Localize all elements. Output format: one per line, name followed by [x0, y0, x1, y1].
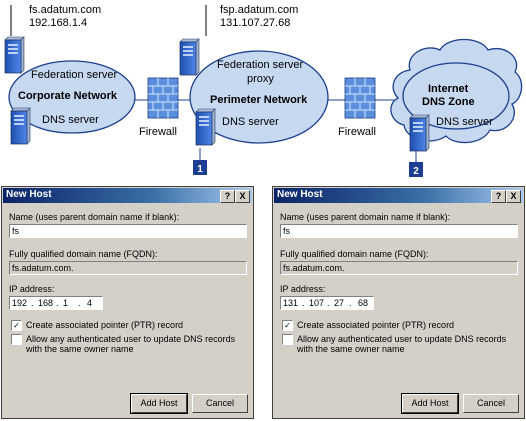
corporate-federation-server-icon — [4, 36, 25, 74]
corporate-network-label: Corporate Network — [18, 90, 118, 102]
dialog-2-titlebar: New Host ? X — [274, 188, 523, 203]
perimeter-proxy-server-icon — [179, 38, 200, 76]
dialog-2-cancel-button[interactable]: Cancel — [463, 394, 519, 413]
marker-2-box — [409, 162, 423, 177]
ip-dot: . — [327, 298, 330, 308]
dialog-2-ip-address-input[interactable]: 131 . 107 . 27 . 68 — [280, 296, 374, 310]
dialog-2-fqdn-field: fs.adatum.com. — [280, 261, 518, 275]
ip-dot: . — [78, 298, 81, 308]
dialog-2-ptr-checkbox[interactable]: ✓ — [282, 320, 293, 331]
corporate-federation-label: Federation server — [31, 69, 118, 81]
dialog-2-name-input[interactable]: fs — [280, 224, 518, 238]
ip-dot: . — [56, 298, 59, 308]
marker-1-number: 1 — [197, 164, 203, 175]
dialog-2-fqdn-label: Fully qualified domain name (FQDN): — [280, 249, 429, 259]
marker-1-box — [193, 160, 207, 175]
dialog-2-title: New Host — [277, 189, 323, 200]
dialog-1-ptr-checkbox[interactable]: ✓ — [11, 320, 22, 331]
internet-zone-label-line1: Internet — [428, 83, 469, 95]
corporate-host-ip: 192.168.1.4 — [29, 17, 88, 29]
dialog-1-ptr-label[interactable]: Create associated pointer (PTR) record — [26, 320, 184, 330]
perimeter-dns-server-icon — [195, 108, 216, 146]
ip-octet-2: 168 — [38, 298, 54, 308]
dialog-2-allow-update-label[interactable]: Allow any authenticated user to update D… — [297, 334, 507, 354]
dialog-1-ip-address-input[interactable]: 192 . 168 . 1 . 4 — [9, 296, 103, 310]
dialog-1-fqdn-label: Fully qualified domain name (FQDN): — [9, 249, 158, 259]
internet-dns-label: DNS server — [436, 116, 493, 128]
marker-2-number: 2 — [413, 166, 419, 177]
dialog-1-help-button[interactable]: ? — [220, 190, 235, 203]
dialog-2-ip-label: IP address: — [280, 284, 326, 294]
ip-octet-2: 107 — [309, 298, 325, 308]
dialog-1-ip-label: IP address: — [9, 284, 55, 294]
internet-zone-ellipse — [402, 62, 510, 130]
dialog-1-fqdn-field: fs.adatum.com. — [9, 261, 247, 275]
dialog-2-add-host-button[interactable]: Add Host — [401, 393, 459, 414]
ip-octet-3: 1 — [63, 298, 69, 308]
ip-dot: . — [31, 298, 34, 308]
firewall-right-icon — [344, 77, 376, 119]
firewall-left-label: Firewall — [139, 126, 177, 138]
ip-octet-1: 131 — [283, 298, 299, 308]
ip-octet-3: 27 — [334, 298, 345, 308]
dialog-1-titlebar: New Host ? X — [3, 188, 252, 203]
corporate-dns-label: DNS server — [42, 114, 99, 126]
dialog-1-add-host-button[interactable]: Add Host — [130, 393, 188, 414]
ip-octet-4: 68 — [358, 298, 369, 308]
network-diagram: Federation server Corporate Network DNS … — [4, 5, 523, 177]
internet-zone-label-line2: DNS Zone — [422, 96, 475, 108]
perimeter-network-label: Perimeter Network — [210, 94, 308, 106]
dialog-1-cancel-button[interactable]: Cancel — [192, 394, 248, 413]
dialog-1-allow-update-label[interactable]: Allow any authenticated user to update D… — [26, 334, 236, 354]
corporate-dns-server-icon — [10, 107, 31, 145]
dialog-1-title: New Host — [6, 189, 52, 200]
dialog-1-name-label: Name (uses parent domain name if blank): — [9, 212, 180, 222]
dialog-1-close-button[interactable]: X — [235, 190, 250, 203]
new-host-dialog-1: New Host ? X Name (uses parent domain na… — [1, 186, 254, 419]
internet-dns-server-icon — [409, 114, 430, 152]
perimeter-host-ip: 131.107.27.68 — [220, 17, 291, 29]
firewall-right-label: Firewall — [338, 126, 376, 138]
perimeter-proxy-label-line2: proxy — [247, 73, 274, 85]
corporate-host-name: fs.adatum.com — [29, 4, 102, 16]
dialog-1-allow-update-checkbox[interactable] — [11, 334, 22, 345]
dialog-2-ptr-label[interactable]: Create associated pointer (PTR) record — [297, 320, 455, 330]
ip-octet-1: 192 — [12, 298, 28, 308]
ip-dot: . — [302, 298, 305, 308]
dialog-2-allow-update-checkbox[interactable] — [282, 334, 293, 345]
corporate-network-ellipse — [8, 60, 136, 134]
perimeter-proxy-label-line1: Federation server — [217, 59, 304, 71]
perimeter-dns-label: DNS server — [222, 116, 279, 128]
ip-octet-4: 4 — [87, 298, 93, 308]
firewall-left-icon — [147, 77, 179, 119]
ip-dot: . — [349, 298, 352, 308]
dialog-1-name-input[interactable]: fs — [9, 224, 247, 238]
perimeter-host-name: fsp.adatum.com — [220, 4, 299, 16]
dialog-2-help-button[interactable]: ? — [491, 190, 506, 203]
dialog-2-close-button[interactable]: X — [506, 190, 521, 203]
new-host-dialog-2: New Host ? X Name (uses parent domain na… — [272, 186, 525, 419]
dialog-2-name-label: Name (uses parent domain name if blank): — [280, 212, 451, 222]
perimeter-network-ellipse — [189, 50, 329, 144]
